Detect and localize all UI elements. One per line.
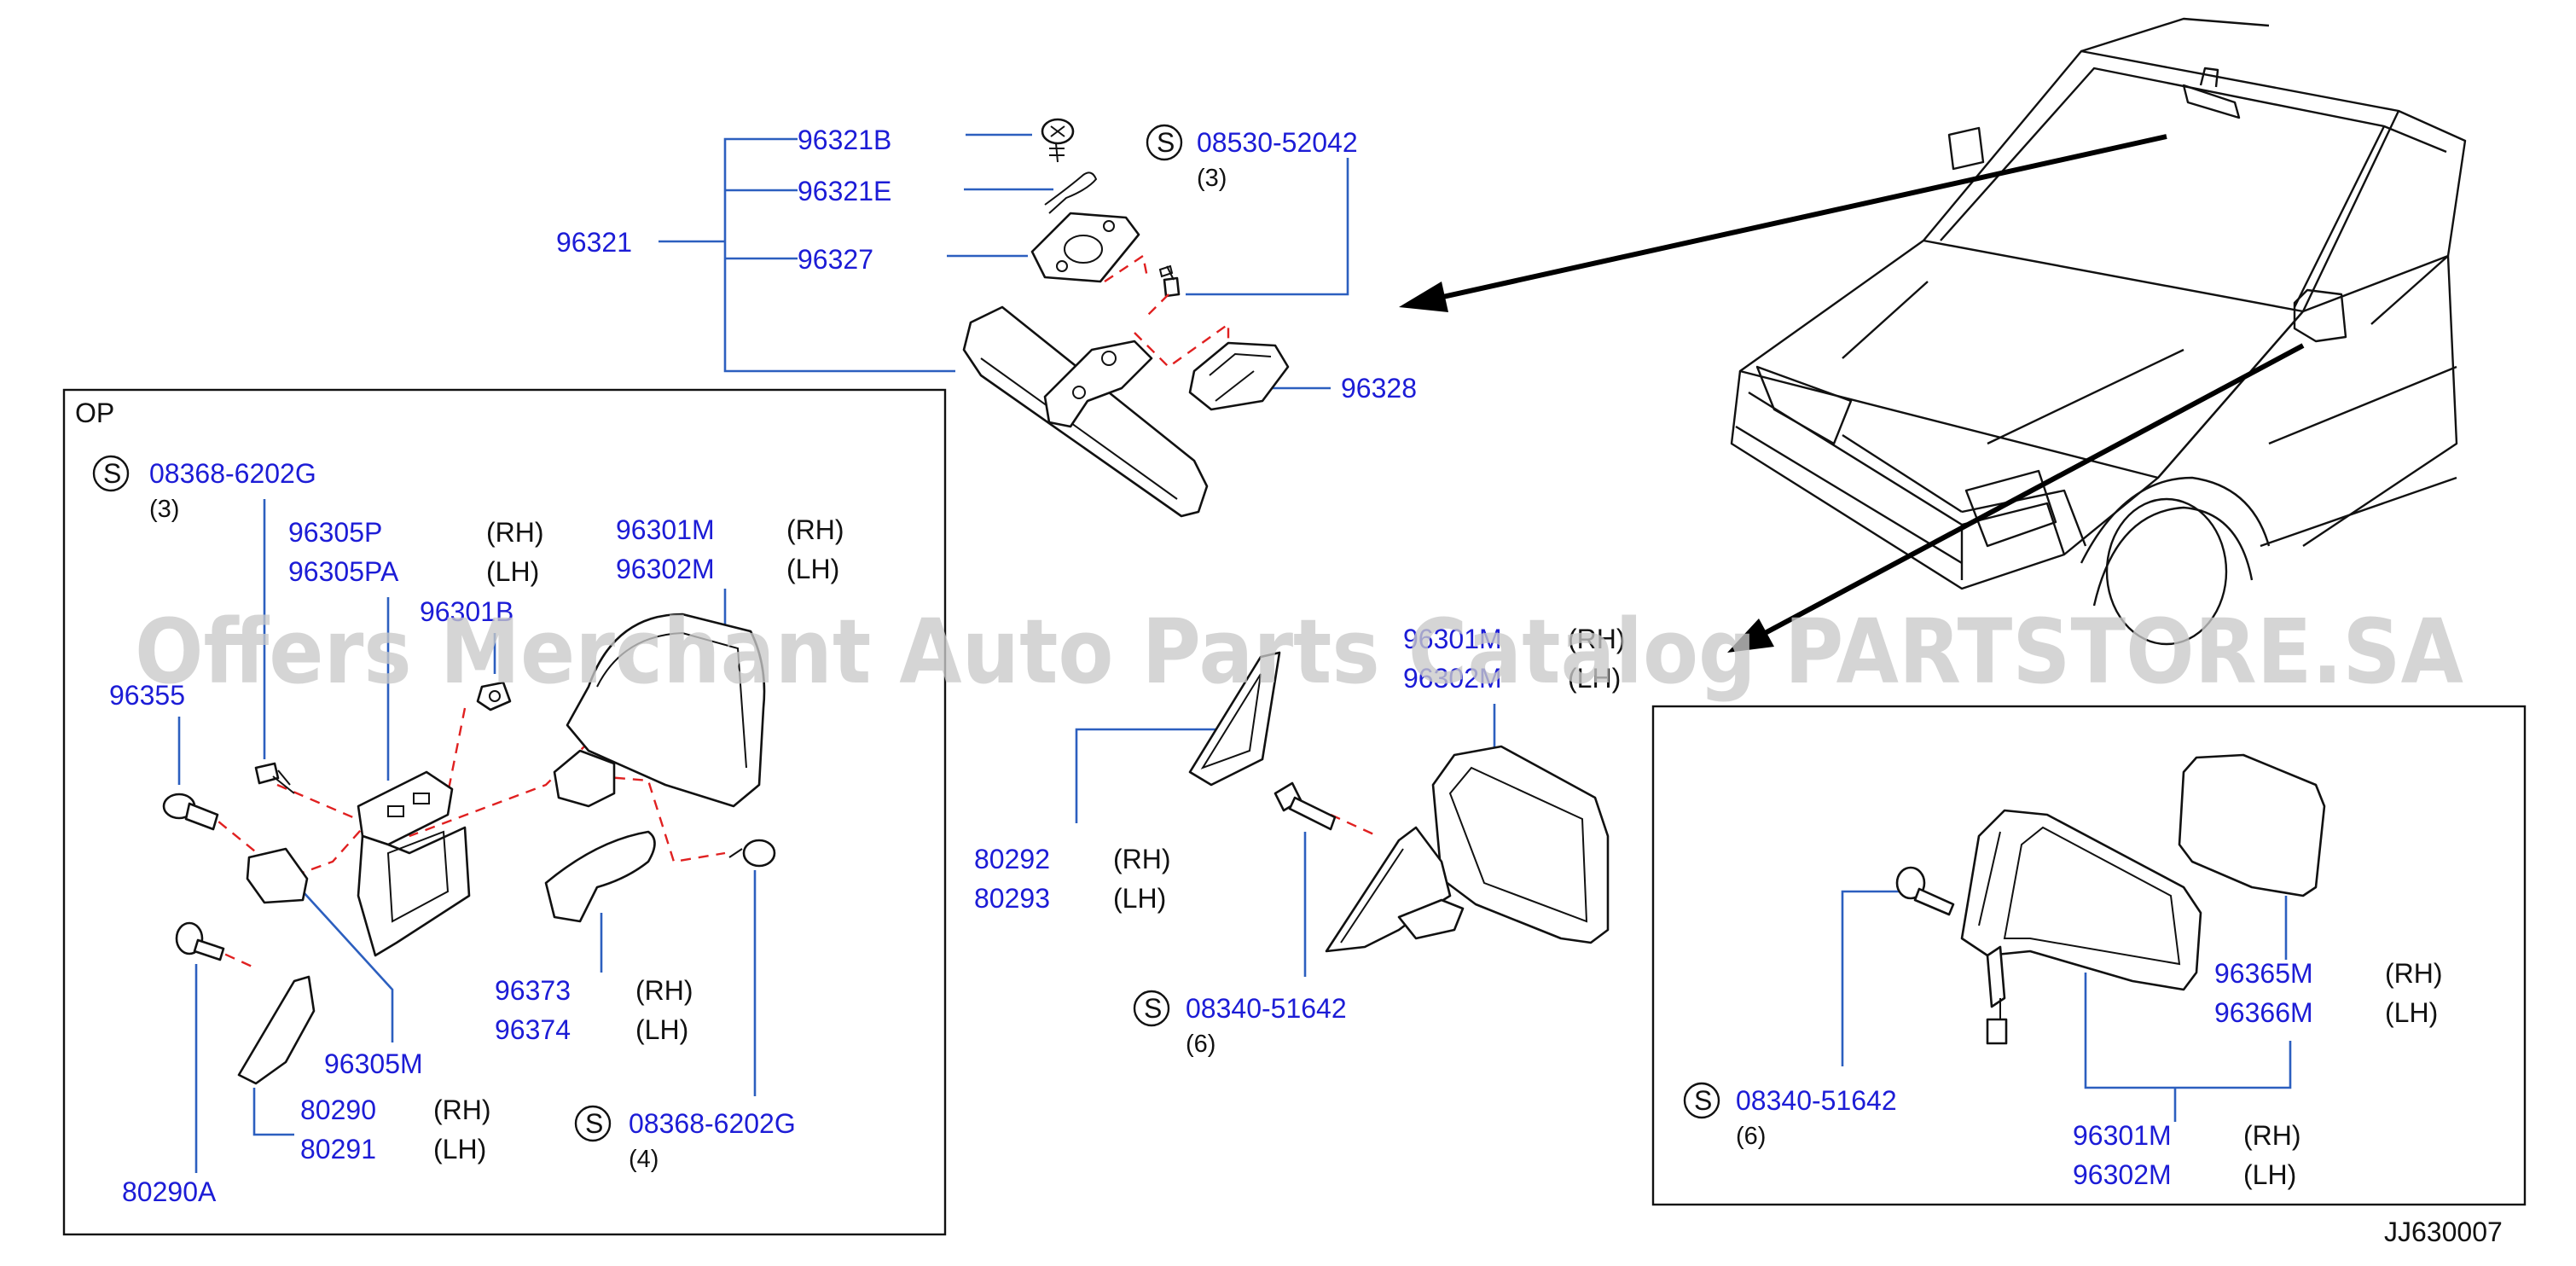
standard-marker-label: S	[1157, 127, 1175, 158]
side-label-rh: (RH)	[2385, 958, 2443, 989]
power-mirror-box: 96365M (RH) 96366M (LH) S 08340-51642 (6…	[1651, 705, 2527, 1206]
part-number-80291[interactable]: 80291	[300, 1134, 376, 1164]
part-number-96374[interactable]: 96374	[495, 1014, 571, 1045]
side-label-rh: (RH)	[1568, 624, 1626, 654]
part-number-96305PA[interactable]: 96305PA	[288, 556, 399, 587]
side-label-lh: (LH)	[1568, 663, 1621, 694]
quantity-label: (3)	[149, 496, 179, 523]
callout-arrows	[1399, 134, 2305, 653]
part-number-08368-6202G[interactable]: 08368-6202G	[629, 1108, 796, 1139]
side-label-lh: (LH)	[2243, 1159, 2296, 1190]
watermark: Offers Merchant Auto Parts Catalog PARTS…	[135, 600, 2463, 704]
side-label-lh: (LH)	[486, 556, 539, 587]
standard-part-marker	[1146, 124, 1183, 161]
side-label-lh: (LH)	[635, 1014, 688, 1045]
quantity-label: (6)	[1736, 1123, 1766, 1150]
part-number-08530-52042[interactable]: 08530-52042	[1197, 127, 1358, 158]
part-number-96327[interactable]: 96327	[798, 244, 873, 275]
diagram-id: JJ630007	[2384, 1217, 2503, 1247]
clip-part	[162, 793, 219, 831]
part-number-96321E[interactable]: 96321E	[798, 176, 891, 206]
side-label-rh: (RH)	[786, 514, 844, 545]
part-number-80290[interactable]: 80290	[300, 1095, 376, 1125]
outer-mirror-part	[1960, 809, 2202, 1045]
bracket-part	[357, 770, 471, 957]
part-number-08340-51642[interactable]: 08340-51642	[1736, 1085, 1897, 1116]
side-label-lh: (LH)	[786, 554, 839, 584]
bolt-part	[1273, 781, 1337, 831]
standard-marker-label: S	[585, 1108, 603, 1139]
part-number-96366M[interactable]: 96366M	[2214, 997, 2313, 1028]
standard-part-marker	[1133, 990, 1170, 1027]
part-number-96301B[interactable]: 96301B	[420, 596, 513, 627]
side-label-lh: (LH)	[1113, 883, 1166, 914]
mirror-glass-part	[2178, 753, 2326, 897]
screw-part	[1041, 118, 1075, 163]
base-part	[1030, 212, 1140, 283]
cover-part	[544, 830, 656, 923]
part-number-96321B[interactable]: 96321B	[798, 125, 891, 155]
quantity-label: (4)	[629, 1146, 659, 1173]
part-number-80292[interactable]: 80292	[974, 844, 1050, 874]
part-number-96365M[interactable]: 96365M	[2214, 958, 2313, 989]
part-number-96305P[interactable]: 96305P	[288, 517, 382, 548]
part-number-96355[interactable]: 96355	[109, 680, 185, 711]
part-number-96373[interactable]: 96373	[495, 975, 571, 1006]
quantity-label: (6)	[1186, 1031, 1215, 1058]
rear-view-mirror	[962, 305, 1209, 518]
part-number-96302M[interactable]: 96302M	[2073, 1159, 2172, 1190]
standard-part-marker	[574, 1105, 612, 1142]
bracket-small-part	[246, 847, 309, 904]
quantity-label: (3)	[1197, 165, 1227, 192]
op-option-box: OP S 08368-6202G (3) 96305P (RH) 96305PA…	[62, 388, 947, 1236]
part-number-96301M[interactable]: 96301M	[616, 514, 715, 545]
part-number-96302M[interactable]: 96302M	[1403, 663, 1502, 694]
small-screw-part	[1158, 264, 1181, 298]
standard-part-marker	[92, 455, 130, 492]
vehicle-illustration	[1730, 17, 2467, 646]
standard-part-marker	[1683, 1082, 1720, 1119]
side-label-rh: (RH)	[635, 975, 693, 1006]
side-label-rh: (RH)	[2243, 1120, 2301, 1151]
side-label-lh: (LH)	[2385, 997, 2438, 1028]
side-label-lh: (LH)	[433, 1134, 486, 1164]
middle-outer-mirror-group: 96301M (RH) 96302M (LH) 80292 (RH) 80293…	[974, 624, 1626, 1058]
part-number-96301M[interactable]: 96301M	[2073, 1120, 2172, 1151]
standard-marker-label: S	[1694, 1085, 1712, 1116]
inner-mirror-group: 96321B 96321E 96327 96321 96328 S 08530-…	[556, 118, 1417, 518]
screw-part	[254, 762, 295, 794]
part-number-96301M[interactable]: 96301M	[1403, 624, 1502, 654]
part-number-80290A[interactable]: 80290A	[122, 1176, 217, 1207]
clip-part	[1044, 171, 1098, 214]
part-number-96305M[interactable]: 96305M	[324, 1048, 423, 1079]
part-number-08368-6202G[interactable]: 08368-6202G	[149, 458, 316, 489]
bolt-part	[1895, 866, 1955, 916]
part-number-96328[interactable]: 96328	[1341, 373, 1417, 404]
mirror-cover-part	[1188, 341, 1290, 411]
standard-marker-label: S	[103, 458, 121, 489]
side-label-rh: (RH)	[433, 1095, 491, 1125]
part-number-08340-51642[interactable]: 08340-51642	[1186, 993, 1347, 1024]
nut-part	[476, 681, 512, 711]
standard-marker-label: S	[1144, 993, 1162, 1024]
screw-part	[728, 839, 776, 868]
screw-part	[175, 921, 225, 961]
side-label-rh: (RH)	[486, 517, 544, 548]
side-label-rh: (RH)	[1113, 844, 1171, 874]
part-number-80293[interactable]: 80293	[974, 883, 1050, 914]
part-number-96302M[interactable]: 96302M	[616, 554, 715, 584]
corner-cover-part	[237, 975, 316, 1085]
part-number-96321[interactable]: 96321	[556, 227, 632, 258]
op-box-title: OP	[75, 398, 114, 428]
outer-mirror-part	[1325, 745, 1610, 953]
outer-mirror-part	[553, 613, 766, 808]
